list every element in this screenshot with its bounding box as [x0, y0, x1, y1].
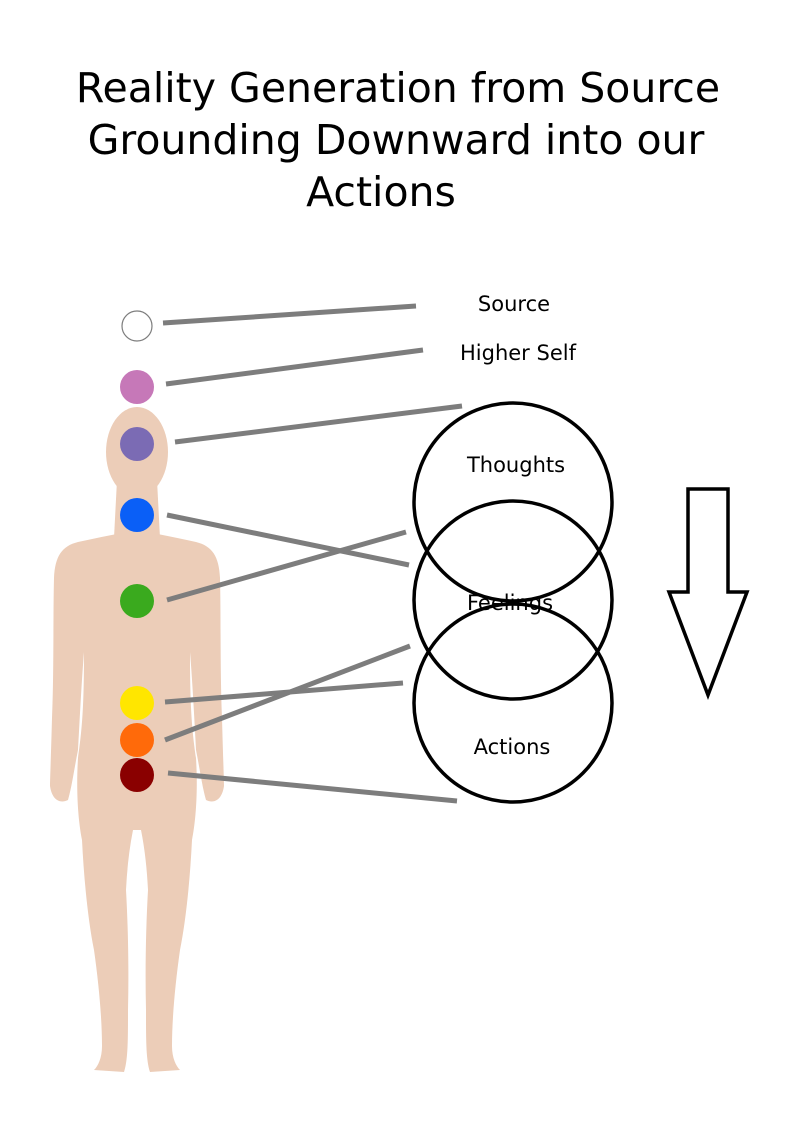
title-line-2: Grounding Downward into our — [87, 116, 705, 164]
feelings-label: Feelings — [467, 591, 553, 615]
torso — [50, 530, 224, 1072]
connector-third-eye — [174, 403, 463, 445]
downward-arrow-icon — [666, 487, 750, 700]
connector-source — [162, 303, 417, 326]
heart-chakra — [120, 584, 154, 618]
thoughts-label: Thoughts — [466, 453, 565, 477]
connector-throat — [166, 512, 410, 568]
root-chakra — [120, 758, 154, 792]
title-line-1: Reality Generation from Source — [75, 64, 721, 112]
throat-chakra — [120, 498, 154, 532]
higher-self-chakra — [120, 370, 154, 404]
third-eye-chakra — [120, 427, 154, 461]
higher-self-label: Higher Self — [460, 341, 577, 365]
connector-heart — [166, 529, 407, 603]
title-line-3: Actions — [306, 168, 456, 216]
source-label: Source — [478, 292, 550, 316]
solar-plexus-chakra — [120, 686, 154, 720]
sacral-chakra — [120, 723, 154, 757]
feelings-circle — [412, 499, 614, 701]
diagram-title: Reality Generation from Source Grounding… — [0, 62, 800, 218]
venn-circles — [412, 401, 614, 804]
connector-higher-self — [165, 347, 424, 387]
chakra-points — [120, 310, 154, 792]
connector-root — [167, 770, 458, 804]
actions-circle — [412, 602, 614, 804]
thoughts-circle — [412, 401, 614, 603]
source-chakra — [121, 310, 153, 342]
actions-label: Actions — [474, 735, 551, 759]
connector-sacral — [164, 643, 411, 743]
connector-lines — [162, 303, 463, 804]
